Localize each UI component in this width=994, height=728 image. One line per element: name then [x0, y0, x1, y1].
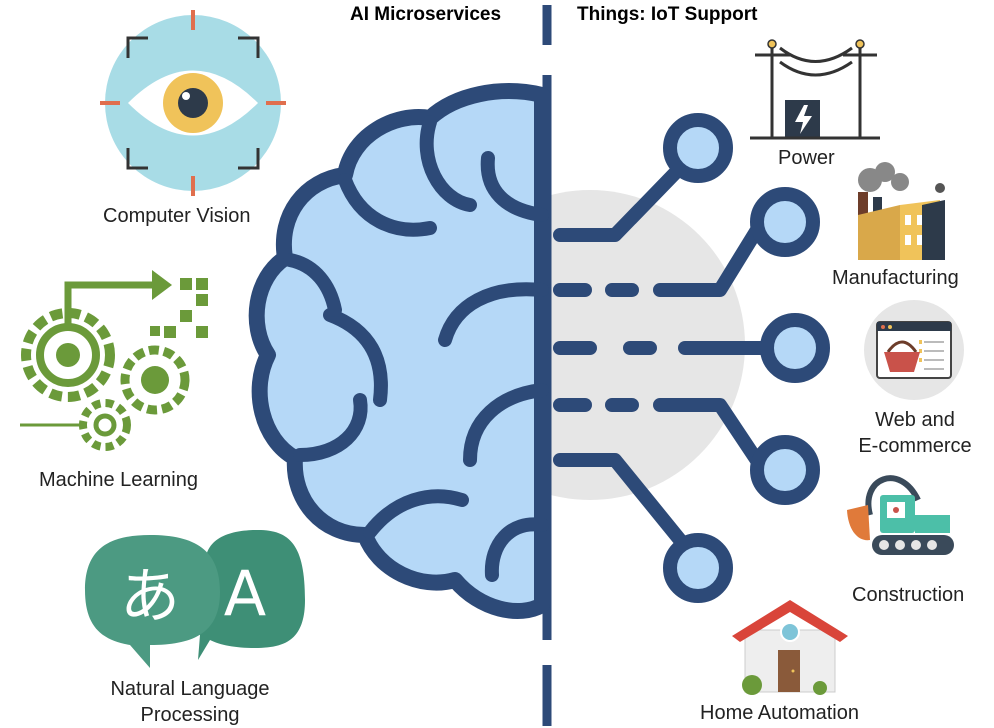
circuit-node-1	[663, 113, 733, 183]
web-ecommerce-label-line1: Web and	[875, 409, 955, 431]
excavator-icon	[847, 475, 954, 555]
circuit-nodes	[663, 113, 830, 603]
iot-support-title: Things: IoT Support	[577, 4, 758, 25]
shopping-basket-icon	[864, 300, 964, 400]
gears-icon	[20, 270, 208, 451]
construction-label: Construction	[852, 584, 965, 606]
circuit-node-2	[750, 187, 820, 257]
factory-icon	[858, 162, 945, 260]
web-ecommerce-label: Web and E-commerce	[845, 407, 985, 459]
power-label: Power	[778, 147, 835, 169]
ai-microservices-title: AI Microservices	[350, 4, 502, 25]
latin-glyph: A	[224, 557, 266, 630]
circuit-node-5	[663, 533, 733, 603]
circuit-node-3	[760, 313, 830, 383]
nlp-label-line2: Processing	[140, 704, 240, 726]
web-ecommerce-label-line2: E-commerce	[858, 435, 972, 457]
eye-icon	[100, 10, 286, 196]
nlp-label-line1: Natural Language	[110, 678, 270, 700]
manufacturing-label: Manufacturing	[832, 267, 959, 289]
circuit-node-4	[750, 435, 820, 505]
speech-bubbles-icon: あ A	[85, 530, 305, 668]
circuit-lines	[553, 161, 775, 547]
computer-vision-label: Computer Vision	[103, 205, 251, 227]
brain-icon	[248, 83, 550, 619]
nlp-label: Natural Language Processing	[95, 676, 285, 728]
home-automation-label: Home Automation	[700, 702, 859, 724]
power-pole-icon	[750, 39, 880, 140]
machine-learning-label: Machine Learning	[39, 469, 198, 491]
hiragana-glyph: あ	[120, 562, 180, 632]
house-icon	[732, 600, 848, 695]
